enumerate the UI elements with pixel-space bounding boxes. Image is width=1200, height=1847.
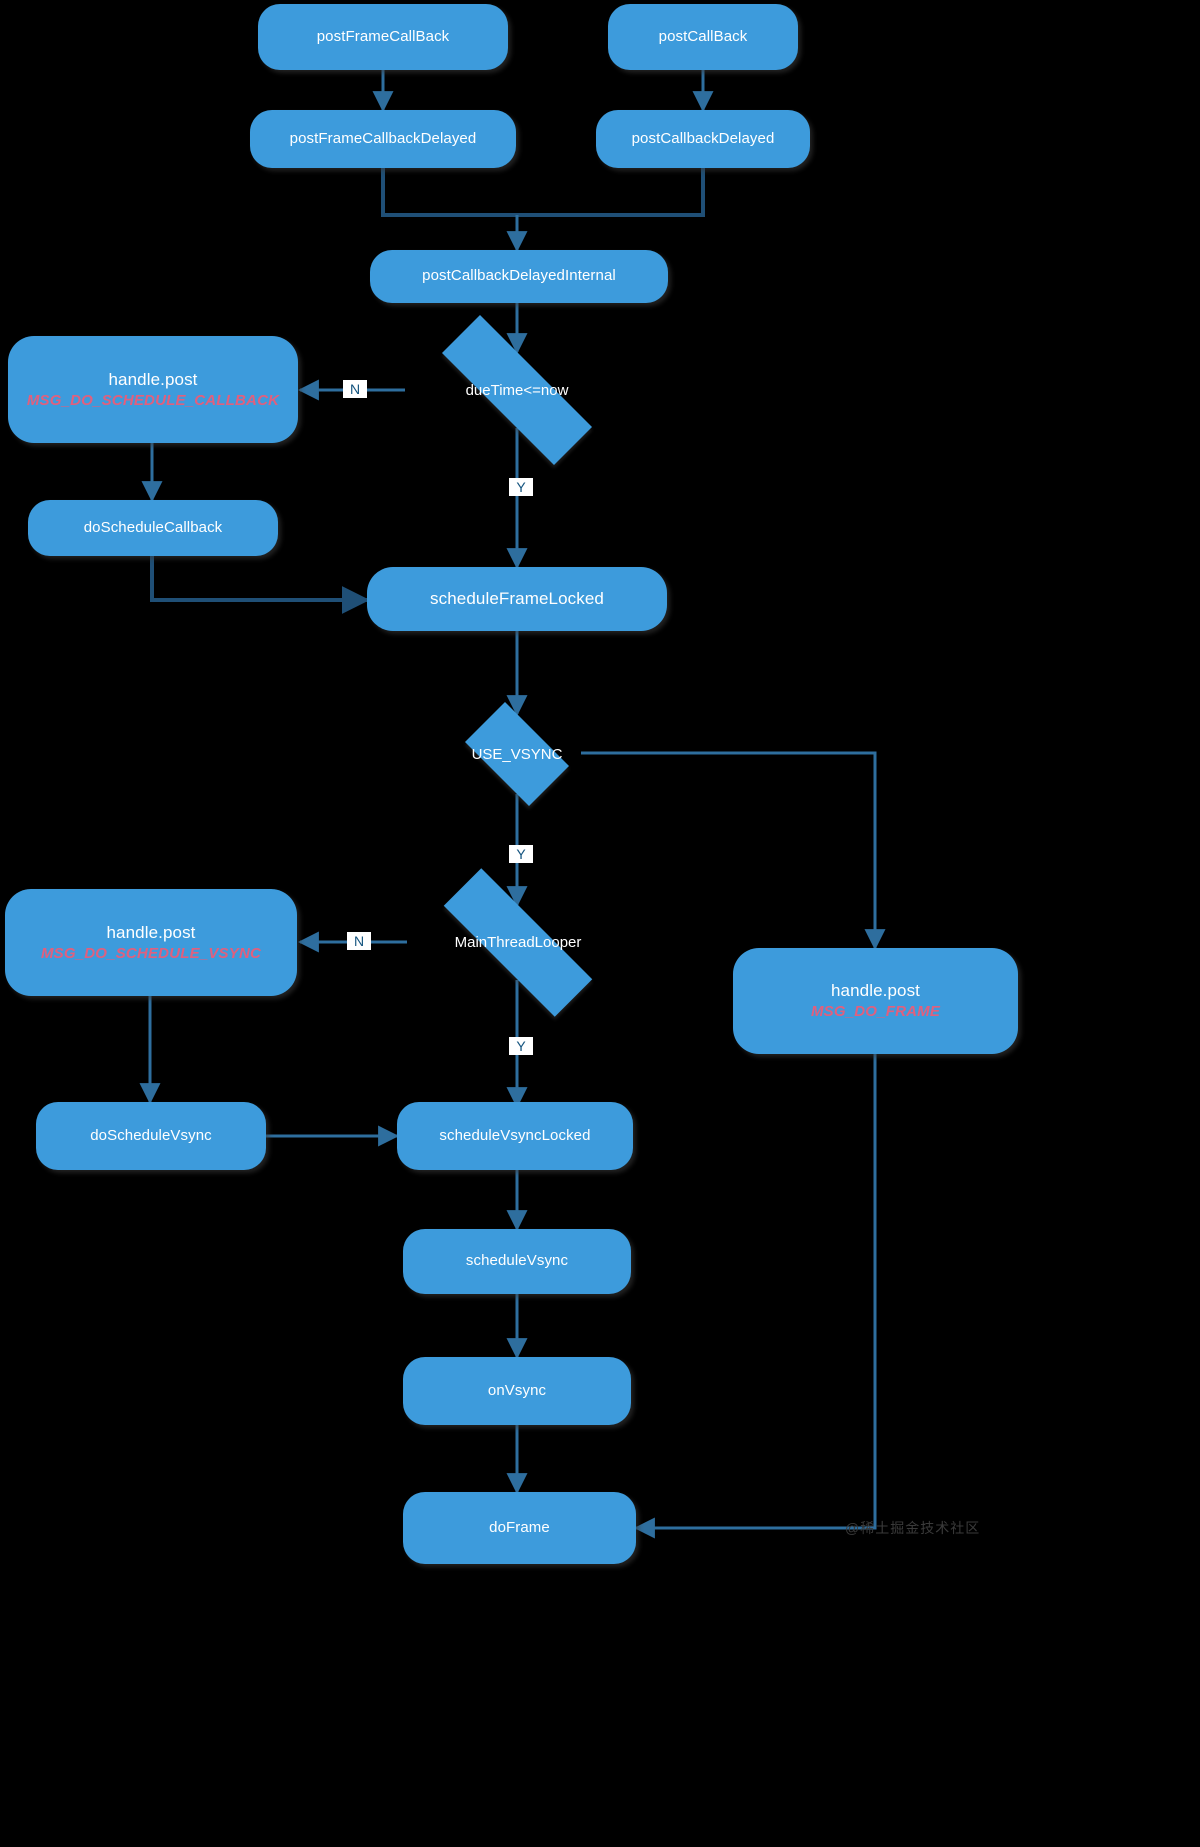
node-handle-post-do-frame[interactable]: handle.post MSG_DO_FRAME [733,948,1018,1054]
node-label: postCallBack [658,27,748,45]
node-schedule-frame-locked[interactable]: scheduleFrameLocked [367,567,667,631]
node-label-line1: handle.post [830,981,920,1000]
node-post-frame-callback-delayed[interactable]: postFrameCallbackDelayed [250,110,516,168]
decision-label: dueTime<=now [465,381,569,399]
node-schedule-vsync-locked[interactable]: scheduleVsyncLocked [397,1102,633,1170]
edge-label-duetime-no: N [343,380,367,398]
node-label: postFrameCallbackDelayed [289,129,477,147]
node-label: scheduleFrameLocked [430,589,604,609]
node-label: scheduleVsyncLocked [439,1126,591,1144]
node-label: doScheduleCallback [83,518,223,536]
node-label: postCallbackDelayed [631,129,775,147]
edge-label-usevsync-yes: Y [509,845,533,863]
node-schedule-vsync[interactable]: scheduleVsync [403,1229,631,1294]
decision-due-time[interactable]: dueTime<=now [405,315,629,465]
decision-main-thread-looper[interactable]: MainThreadLooper [407,868,629,1017]
edge-label-mainlooper-no: N [347,932,371,950]
edge-doschedulecallback-to-scheduleframelocked [150,556,370,614]
node-do-frame[interactable]: doFrame [403,1492,636,1564]
edge-merge-delayed [381,168,705,217]
node-post-callback-delayed[interactable]: postCallbackDelayed [596,110,810,168]
node-post-callback[interactable]: postCallBack [608,4,798,70]
edge-doframepost-to-doframe [633,1054,877,1539]
node-do-schedule-callback[interactable]: doScheduleCallback [28,500,278,556]
node-label-line2: MSG_DO_FRAME [810,1003,941,1021]
node-label: postCallbackDelayedInternal [422,267,616,285]
decision-label: USE_VSYNC [471,745,563,763]
node-on-vsync[interactable]: onVsync [403,1357,631,1425]
node-handle-post-schedule-vsync[interactable]: handle.post MSG_DO_SCHEDULE_VSYNC [5,889,297,996]
node-label: postFrameCallBack [316,27,450,45]
decision-label: MainThreadLooper [454,934,582,951]
decision-use-vsync[interactable]: USE_VSYNC [453,702,581,806]
node-label: doFrame [489,1518,550,1536]
node-label-line2: MSG_DO_SCHEDULE_VSYNC [40,944,262,962]
edge-label-duetime-yes: Y [509,478,533,496]
node-label: doScheduleVsync [90,1126,212,1144]
node-label: scheduleVsync [465,1252,569,1270]
node-label: onVsync [487,1381,547,1399]
node-post-frame-callback[interactable]: postFrameCallBack [258,4,508,70]
node-label-line1: handle.post [106,922,196,942]
node-post-callback-delayed-internal[interactable]: postCallbackDelayedInternal [370,250,668,303]
watermark: @稀土掘金技术社区 [845,1520,981,1536]
node-label-line2: MSG_DO_SCHEDULE_CALLBACK [26,391,280,409]
node-label-line1: handle.post [108,369,198,389]
node-do-schedule-vsync[interactable]: doScheduleVsync [36,1102,266,1170]
edge-label-mainlooper-yes: Y [509,1037,533,1055]
node-handle-post-schedule-callback[interactable]: handle.post MSG_DO_SCHEDULE_CALLBACK [8,336,298,443]
